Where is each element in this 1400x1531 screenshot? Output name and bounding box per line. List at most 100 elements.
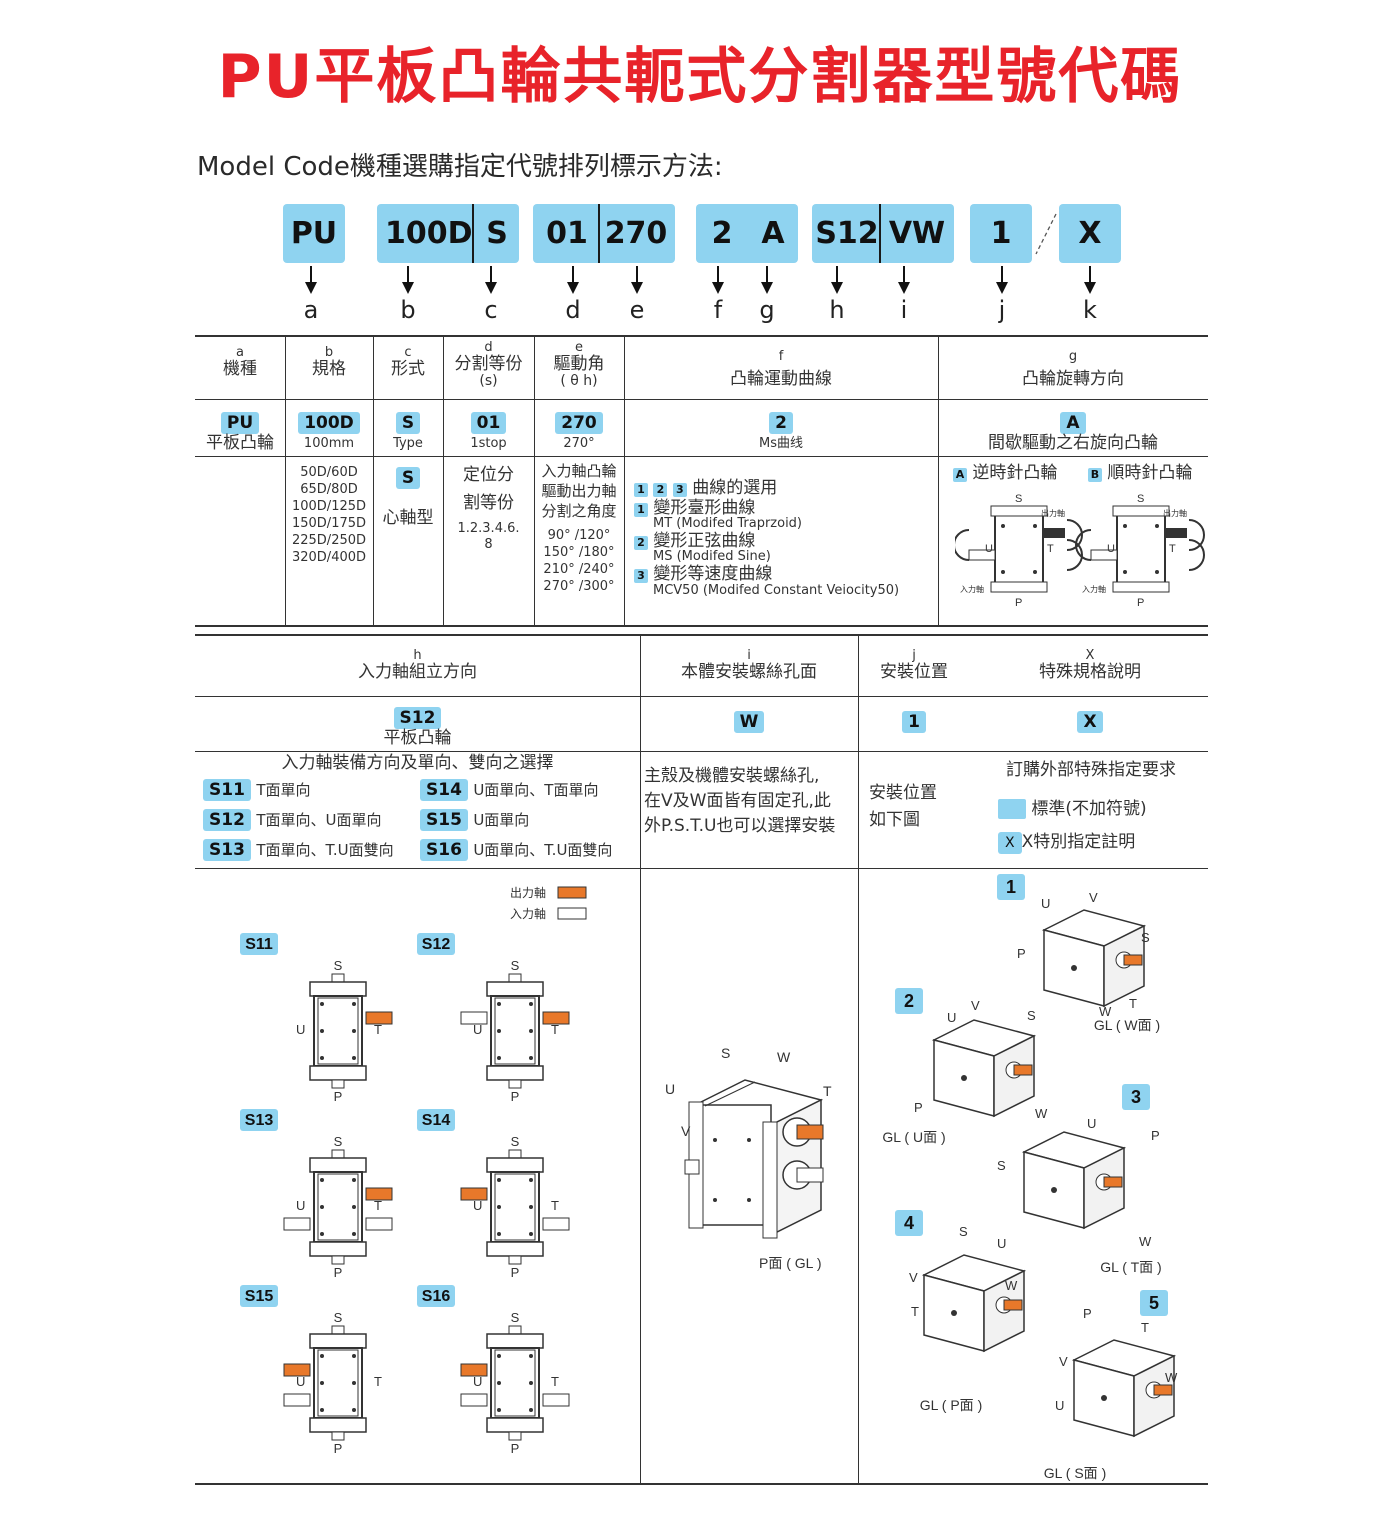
mount-tag-label: S14 [422, 1112, 451, 1129]
position-caption: GL ( W面 ) [1094, 1017, 1160, 1033]
face-s: S [334, 958, 343, 973]
face-label: P [1017, 946, 1026, 961]
header-h: h 入力軸組立方向 [358, 648, 477, 682]
position-caption: GL ( T面 ) [1100, 1259, 1161, 1275]
face-s: S [511, 1134, 520, 1149]
letter-a: a [303, 296, 319, 324]
face-label: S [1027, 1008, 1036, 1023]
curve-item: 3 變形等速度曲線 [634, 566, 934, 583]
size-item: 150D/175D [291, 516, 367, 531]
arrow-down-icon [567, 266, 579, 296]
code-separator [472, 204, 474, 263]
code-holes: VW [888, 216, 946, 251]
face-label: W [1139, 1234, 1152, 1249]
stops-detail: 定位分 割等份 1.2.3.4.6. 8 [457, 465, 520, 552]
output-shaft [1153, 1384, 1173, 1396]
face-label-t: T [823, 1083, 832, 1099]
special-title: 訂購外部特殊指定要求 [1006, 760, 1176, 780]
legend-in-swatch [557, 907, 587, 920]
position-tag [997, 874, 1025, 900]
face-label: U [1041, 896, 1050, 911]
size-item: 225D/250D [291, 533, 367, 548]
code-box-special: X [1059, 204, 1121, 263]
face-label: U [947, 1010, 956, 1025]
example-b: 100D 100mm [285, 412, 373, 451]
code-size: 100D [385, 216, 473, 251]
svg-text:入力軸: 入力軸 [1082, 584, 1106, 594]
arrow-down-icon [305, 266, 317, 296]
rotation-diagram-cw: S P U T 出力軸 入力軸 [1075, 493, 1205, 609]
svg-text:P: P [1137, 597, 1144, 609]
svg-text:S: S [1137, 493, 1144, 505]
position-number: 3 [1131, 1087, 1141, 1107]
standard-swatch [998, 799, 1026, 819]
shaft [365, 1187, 393, 1201]
face-label-s: S [721, 1045, 730, 1061]
example-j: 1 [858, 711, 970, 733]
legend-out-label: 出力軸 [510, 886, 546, 900]
table1-col-divider [443, 336, 444, 625]
arrow-down-icon [761, 266, 773, 296]
face-p: P [334, 1265, 343, 1280]
table2-example-rule [195, 751, 1208, 752]
face-label-v: V [681, 1123, 691, 1139]
position-number: 5 [1149, 1293, 1159, 1313]
code-box-size-type: 100D S [377, 204, 519, 263]
letter-e: e [629, 296, 645, 324]
face-u: U [296, 1198, 305, 1213]
svg-text:T: T [1169, 543, 1176, 555]
code-position: 1 [990, 216, 1012, 251]
mount-tag [240, 1109, 278, 1131]
face-label: S [1141, 930, 1150, 945]
curve-item: 2 變形正弦曲線 [634, 533, 934, 550]
table2-col-divider [858, 635, 859, 1483]
table1-example-rule [195, 456, 1208, 457]
center-illustration: S W U T V P面 ( GL ) [665, 1045, 832, 1271]
svg-text:入力軸: 入力軸 [960, 584, 984, 594]
table1-col-divider [534, 336, 535, 625]
face-label: V [1059, 1354, 1068, 1369]
face-label: W [1005, 1278, 1018, 1293]
angle-detail: 入力軸凸輪 驅動出力軸 分割之角度 90° /120° 150° /180° 2… [541, 462, 617, 594]
mount-option: S16 U面單向、T.U面雙向 [420, 839, 612, 861]
example-h: S12 平板凸輪 [383, 707, 452, 748]
size-item: 100D/125D [291, 499, 367, 514]
face-u: U [296, 1374, 305, 1389]
output-shaft [1103, 1176, 1123, 1188]
face-s: S [511, 1310, 520, 1325]
rotation-diagrams: S P U T 出力軸 入力軸 S P U T 出力軸 入力軸 [955, 493, 1205, 609]
face-label: T [911, 1304, 919, 1319]
face-t: T [374, 1374, 382, 1389]
example-a: PU 平板凸輪 [206, 412, 274, 453]
mount-tag-label: S15 [245, 1288, 274, 1305]
position-caption: GL ( U面 ) [882, 1129, 945, 1145]
table1-col-divider [938, 336, 939, 625]
size-item: 50D/60D [300, 465, 358, 480]
rotation-b: B 順時針凸輪 [1088, 463, 1192, 483]
letter-j: j [998, 296, 1006, 324]
face-s: S [511, 958, 520, 973]
arrow-down-icon [485, 266, 497, 296]
face-label: U [997, 1236, 1006, 1251]
code-stops: 01 [546, 216, 588, 251]
shaft [365, 1217, 393, 1231]
code-special: X [1078, 216, 1102, 251]
output-shaft [1123, 954, 1143, 966]
face-u: U [473, 1022, 482, 1037]
example-x: X [980, 711, 1200, 733]
face-label: P [1083, 1306, 1092, 1321]
shaft [460, 1363, 488, 1377]
page-title: PU平板凸輪共軛式分割器型號代碼 [217, 42, 1183, 112]
face-label: U [1087, 1116, 1096, 1131]
position-caption: GL ( P面 ) [920, 1397, 983, 1413]
face-t: T [551, 1022, 559, 1037]
example-i: W [640, 711, 858, 733]
code-box-stops-angle: 01 270 [533, 204, 675, 263]
face-label: V [971, 998, 980, 1013]
letter-c: c [484, 296, 498, 324]
